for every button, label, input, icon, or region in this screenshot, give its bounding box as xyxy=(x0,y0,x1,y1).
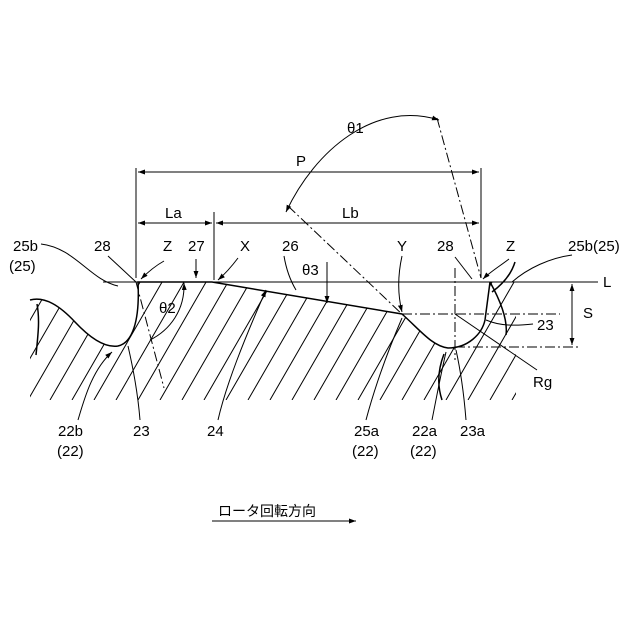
label-28-right: 28 xyxy=(437,238,454,255)
label-24: 24 xyxy=(207,423,224,440)
leader-Z-left xyxy=(141,261,164,279)
leader-22b xyxy=(78,352,112,420)
leader-28-left xyxy=(108,256,136,282)
hatch-line xyxy=(138,270,213,400)
label-25b-25-right: 25b(25) xyxy=(568,238,620,255)
label-Y: Y xyxy=(397,238,407,255)
label-22a: 22a xyxy=(412,423,438,440)
label-P: P xyxy=(296,153,306,170)
leader-Z-right xyxy=(483,259,509,279)
hatch-line xyxy=(0,270,37,400)
label-23-bottom: 23 xyxy=(133,423,150,440)
hatch-line xyxy=(358,270,433,400)
label-23a: 23a xyxy=(460,423,486,440)
hatch-line xyxy=(446,270,521,400)
leader-Y xyxy=(399,256,402,312)
caption-rotor-rotation-direction: ロータ回転方向 xyxy=(218,504,316,520)
label-25a: 25a xyxy=(354,423,380,440)
label-22-22a: (22) xyxy=(410,443,437,460)
hatch-line xyxy=(160,270,235,400)
leader-28-right xyxy=(455,257,472,279)
hatch-line xyxy=(204,270,279,400)
label-22b: 22b xyxy=(58,423,83,440)
hatch-line xyxy=(182,270,257,400)
hatch-line xyxy=(226,270,301,400)
label-22-25a: (22) xyxy=(352,443,379,460)
leader-26 xyxy=(284,256,296,290)
label-theta1: θ1 xyxy=(347,120,364,137)
label-S: S xyxy=(583,305,593,322)
label-theta3: θ3 xyxy=(302,262,319,279)
leader-23-bottom xyxy=(128,346,140,420)
hatch-line xyxy=(490,270,565,400)
theta2-dashdot-line xyxy=(136,282,164,388)
lower-bulge xyxy=(439,354,444,400)
leader-22a xyxy=(432,352,446,420)
hatch-line xyxy=(292,270,367,400)
Rg-leader xyxy=(455,314,537,370)
leader-X xyxy=(218,258,238,280)
label-28-left: 28 xyxy=(94,238,111,255)
label-Lb: Lb xyxy=(342,205,359,222)
hatch-line xyxy=(0,270,15,400)
hatch-line xyxy=(622,270,640,400)
label-X: X xyxy=(240,238,250,255)
hatch-line xyxy=(270,270,345,400)
hatch-line xyxy=(116,270,191,400)
label-La: La xyxy=(165,205,182,222)
hatch-line xyxy=(556,270,631,400)
hatch-line xyxy=(380,270,455,400)
hatch-line xyxy=(468,270,543,400)
label-25b-left: 25b xyxy=(13,238,38,255)
hatch-line xyxy=(6,270,81,400)
label-Z-right: Z xyxy=(506,238,515,255)
label-theta2: θ2 xyxy=(159,300,176,317)
label-23-right: 23 xyxy=(537,317,554,334)
rotor-profile-outline xyxy=(30,282,490,355)
leader-23a xyxy=(456,350,466,420)
leader-25b-right xyxy=(512,255,572,282)
label-25-left: (25) xyxy=(9,258,36,275)
hatch-line xyxy=(50,270,125,400)
hatch-line xyxy=(336,270,411,400)
label-Rg: Rg xyxy=(533,374,552,391)
label-22-b: (22) xyxy=(57,443,84,460)
hatch-line xyxy=(72,270,147,400)
leader-23-right xyxy=(486,320,533,325)
hatch-line xyxy=(0,270,59,400)
label-L: L xyxy=(603,274,611,291)
label-Z-left: Z xyxy=(163,238,172,255)
label-26: 26 xyxy=(282,238,299,255)
leader-24 xyxy=(218,290,266,420)
label-27: 27 xyxy=(188,238,205,255)
